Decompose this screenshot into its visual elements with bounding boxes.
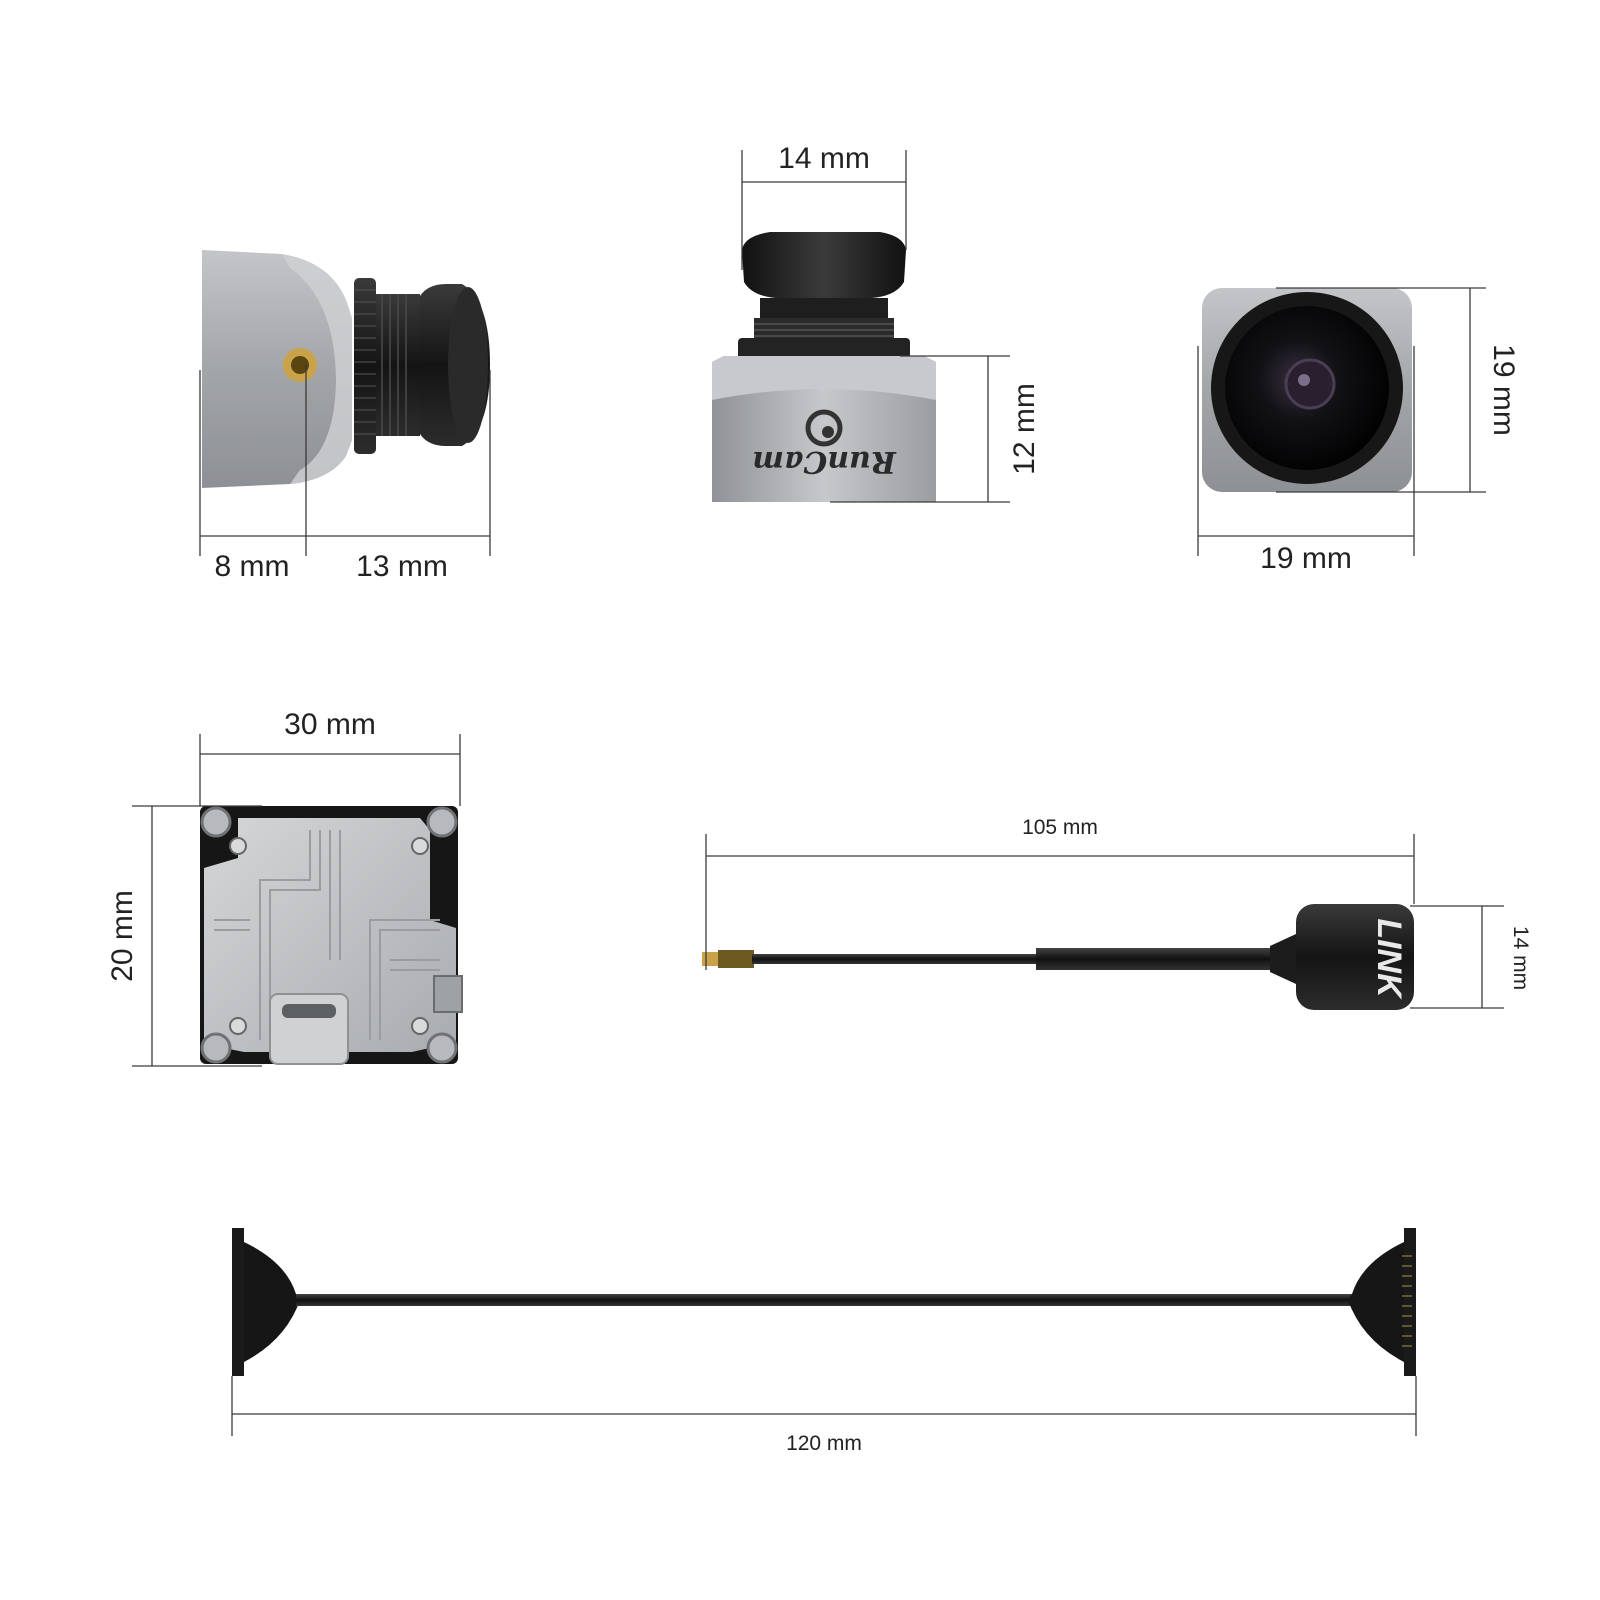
antenna-transition xyxy=(1270,934,1296,984)
housing-bevel xyxy=(282,254,352,484)
screw-icon xyxy=(426,806,458,838)
lens-lock-ring xyxy=(738,338,910,360)
runcam-logo: RunCam xyxy=(752,409,897,479)
mount-hole-icon xyxy=(411,837,429,855)
dim-camera-front-height: 19 mm xyxy=(1487,344,1520,436)
lens-focus-ring xyxy=(354,278,376,454)
heatsink-grooves xyxy=(214,830,440,1040)
dim-cable-length: 120 mm xyxy=(786,1432,862,1455)
camera-top-view: RunCam 14 mm 12 mm xyxy=(712,142,1041,503)
brass-insert-hole xyxy=(291,356,309,374)
flex-cable: 120 mm xyxy=(231,1228,1417,1455)
antenna: LINK 105 mm 14 mm xyxy=(702,816,1532,1010)
flex-cable-strand xyxy=(296,1294,1362,1306)
vtx-module: 30 mm 20 mm xyxy=(106,708,463,1067)
left-flare xyxy=(244,1242,300,1362)
antenna-head xyxy=(1296,904,1414,1010)
antenna-logo-text: LINK xyxy=(1370,918,1408,1000)
dim-camera-front-width: 19 mm xyxy=(1260,542,1352,575)
left-connector-board xyxy=(232,1228,244,1376)
mount-hole-icon xyxy=(229,1017,247,1035)
antenna-thin-cable xyxy=(752,954,1038,964)
lens-highlight xyxy=(1298,374,1310,386)
right-connector-board xyxy=(1404,1228,1416,1376)
lens-ring-knurl xyxy=(354,289,376,435)
camera-front-view: 19 mm 19 mm xyxy=(1197,287,1520,575)
dim-camera-top-height: 12 mm xyxy=(1008,383,1041,475)
right-flare xyxy=(1348,1242,1404,1362)
dim-antenna-head: 14 mm xyxy=(1509,926,1532,990)
camera-side-view: 8 mm 13 mm xyxy=(199,250,491,583)
antenna-thick-cable xyxy=(1036,948,1276,970)
thread-lines-top xyxy=(754,323,894,337)
ufl-connector xyxy=(702,952,720,966)
body-top-bevel xyxy=(712,356,936,400)
ufl-connector-cap xyxy=(718,950,754,968)
runcam-swirl-icon xyxy=(805,409,843,447)
dim-vtx-width: 30 mm xyxy=(284,708,376,741)
mount-hole-icon xyxy=(411,1017,429,1035)
lens-neck xyxy=(760,298,888,320)
lens-cap-top xyxy=(742,232,906,298)
camera-housing xyxy=(202,250,352,488)
side-connector xyxy=(433,975,463,1013)
lens-glass xyxy=(1284,358,1336,410)
dim-vtx-height: 20 mm xyxy=(106,890,139,982)
dim-camera-side-length: 13 mm xyxy=(356,550,448,583)
camera-logo-text: RunCam xyxy=(752,444,897,479)
screw-icon xyxy=(200,1032,232,1064)
lens-front-glass xyxy=(448,287,488,443)
lens-threads xyxy=(381,294,407,436)
usb-c-port-slot xyxy=(282,1004,336,1018)
dim-camera-top-width: 14 mm xyxy=(778,142,870,175)
screw-icon xyxy=(200,806,232,838)
mount-hole-icon xyxy=(229,837,247,855)
dim-antenna-length: 105 mm xyxy=(1022,816,1098,839)
screw-icon xyxy=(426,1032,458,1064)
dim-camera-side-offset: 8 mm xyxy=(215,550,290,583)
right-connector-pins xyxy=(1402,1255,1412,1347)
mounting-screws xyxy=(200,806,458,1064)
